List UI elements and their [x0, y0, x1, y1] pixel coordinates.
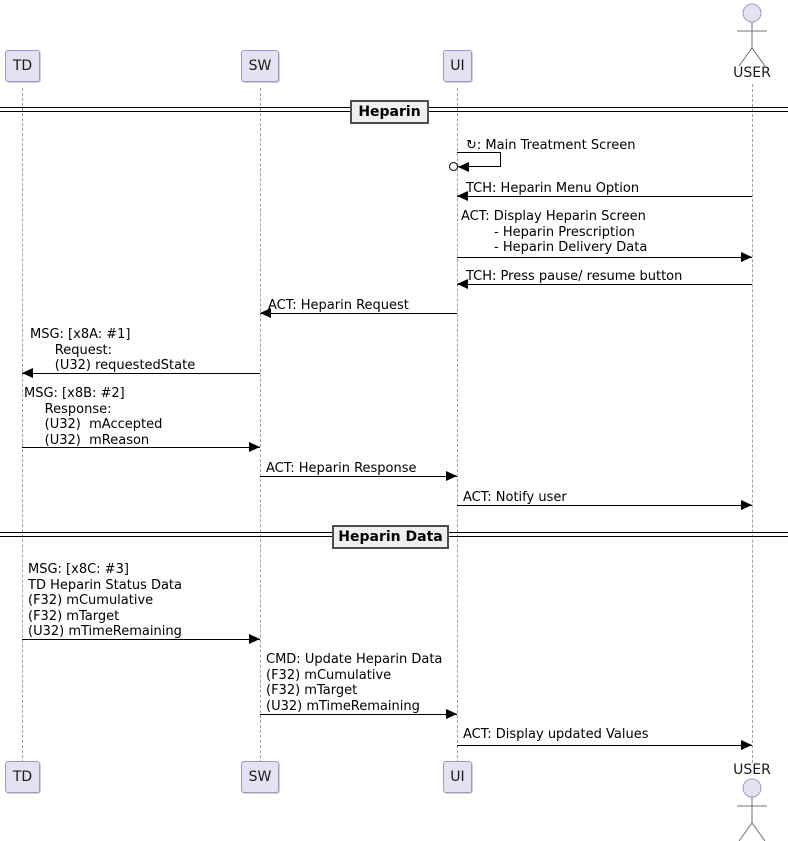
- lifeline-user: [752, 84, 753, 763]
- msg-act-display-updated-values-label: ACT: Display updated Values: [463, 727, 649, 742]
- msg-tch-heparin-menu-option-arrowhead: [457, 191, 468, 201]
- msg-act-display-heparin-screen-line: [457, 257, 752, 258]
- msg-main-treatment-screen-label: ↻: Main Treatment Screen: [466, 138, 636, 153]
- msg-tch-heparin-menu-option-label: TCH: Heparin Menu Option: [466, 181, 640, 196]
- msg-cmd-update-heparin-data-line: [260, 714, 457, 715]
- msg-x8b-response-label: MSG: [x8B: #2] Response: (U32) mAccepted…: [24, 386, 163, 448]
- lifeline-sw: [260, 88, 261, 763]
- msg-act-display-heparin-screen-arrowhead: [741, 252, 752, 262]
- msg-main-treatment-screen-loop: [457, 152, 501, 167]
- divider-heparin: Heparin: [350, 100, 429, 124]
- participant-td-bottom-label: TD: [12, 769, 33, 785]
- divider-heparin-data-label: Heparin Data: [338, 529, 443, 545]
- actor-user-top-label: USER: [733, 65, 771, 81]
- msg-tch-press-pause-resume-line: [457, 284, 752, 285]
- participant-sw-top-label: SW: [248, 58, 272, 74]
- msg-main-treatment-screen-origin-circle: [449, 162, 458, 171]
- actor-user-bottom[interactable]: [730, 777, 774, 841]
- divider-heparin-label: Heparin: [358, 104, 421, 120]
- lifeline-td: [22, 88, 23, 763]
- participant-ui-bottom[interactable]: UI: [443, 761, 472, 793]
- msg-x8b-response-line: [22, 447, 260, 448]
- msg-x8c-status-data-label: MSG: [x8C: #3] TD Heparin Status Data (F…: [28, 562, 183, 639]
- participant-sw-bottom[interactable]: SW: [241, 761, 279, 793]
- msg-x8a-request-line: [22, 373, 260, 374]
- msg-act-display-heparin-screen-label: ACT: Display Heparin Screen - Heparin Pr…: [461, 209, 648, 255]
- msg-tch-heparin-menu-option-line: [457, 196, 752, 197]
- msg-act-notify-user-arrowhead: [741, 500, 752, 510]
- msg-act-heparin-request-label: ACT: Heparin Request: [268, 298, 409, 313]
- participant-sw-top[interactable]: SW: [241, 50, 279, 82]
- msg-x8a-request-arrowhead: [22, 368, 33, 378]
- msg-x8a-request-label: MSG: [x8A: #1] Request: (U32) requestedS…: [30, 327, 196, 373]
- participant-td-top-label: TD: [12, 58, 33, 74]
- msg-act-heparin-response-label: ACT: Heparin Response: [266, 461, 417, 476]
- msg-tch-press-pause-resume-label: TCH: Press pause/ resume button: [466, 269, 683, 284]
- msg-act-heparin-response-line: [260, 476, 457, 477]
- msg-act-display-updated-values-line: [457, 745, 752, 746]
- actor-user-top-figure: [737, 3, 767, 67]
- divider-heparin-data: Heparin Data: [332, 525, 449, 549]
- msg-act-heparin-response-arrowhead: [446, 471, 457, 481]
- participant-ui-bottom-label: UI: [450, 769, 465, 785]
- participant-ui-top-label: UI: [450, 58, 465, 74]
- msg-act-notify-user-label: ACT: Notify user: [463, 490, 567, 505]
- participant-ui-top[interactable]: UI: [443, 50, 472, 82]
- msg-x8c-status-data-line: [22, 639, 260, 640]
- participant-sw-bottom-label: SW: [248, 769, 272, 785]
- actor-user-bottom-figure: [737, 778, 767, 841]
- msg-x8b-response-arrowhead: [249, 442, 260, 452]
- msg-act-display-updated-values-arrowhead: [741, 740, 752, 750]
- participant-td-top[interactable]: TD: [5, 50, 40, 82]
- msg-act-notify-user-line: [457, 505, 752, 506]
- msg-main-treatment-screen-arrowhead: [458, 162, 469, 172]
- msg-cmd-update-heparin-data-label: CMD: Update Heparin Data (F32) mCumulati…: [266, 652, 443, 714]
- msg-cmd-update-heparin-data-arrowhead: [446, 709, 457, 719]
- actor-user-top[interactable]: [730, 0, 774, 82]
- msg-x8c-status-data-arrowhead: [249, 634, 260, 644]
- lifeline-ui: [457, 88, 458, 763]
- participant-td-bottom[interactable]: TD: [5, 761, 40, 793]
- msg-tch-press-pause-resume-arrowhead: [457, 279, 468, 289]
- msg-act-heparin-request-arrowhead: [260, 308, 271, 318]
- msg-act-heparin-request-line: [260, 313, 457, 314]
- actor-user-bottom-label: USER: [733, 762, 771, 778]
